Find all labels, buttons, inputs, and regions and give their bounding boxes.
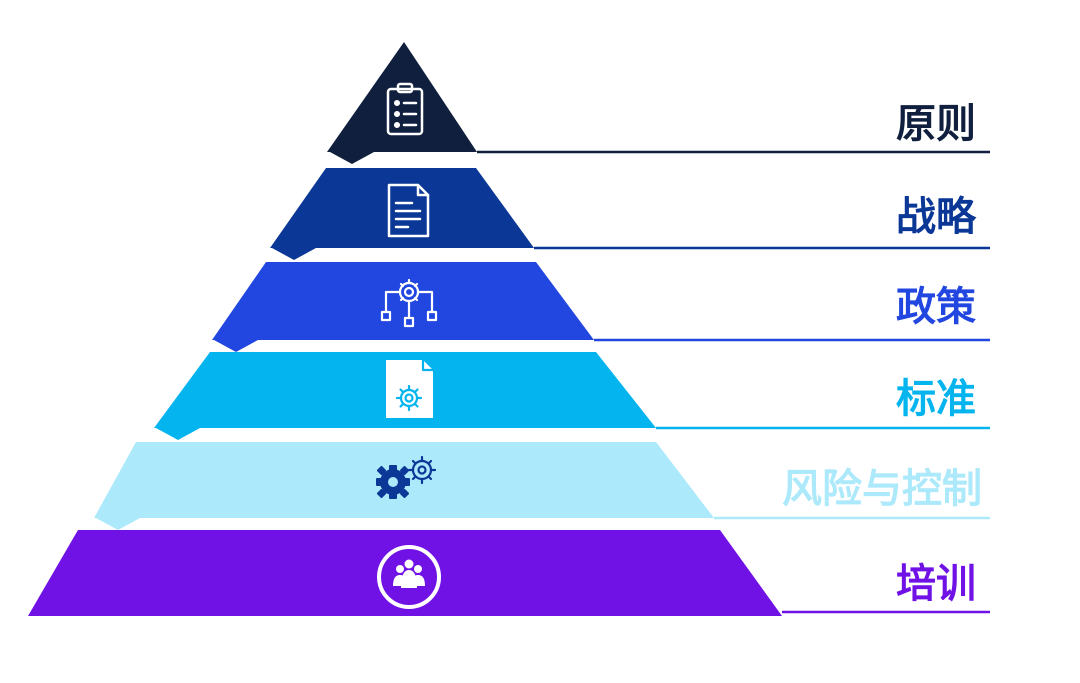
clipboard-checklist-icon xyxy=(386,82,424,136)
level-label-standards: 标准 xyxy=(896,376,976,422)
pyramid-tier-policy xyxy=(212,262,594,340)
document-icon xyxy=(387,183,430,238)
pyramid-level-risk-control: 风险与控制 xyxy=(94,442,990,530)
gears-icon xyxy=(376,455,437,499)
level-label-policy: 政策 xyxy=(896,284,976,330)
level-label-strategy: 战略 xyxy=(896,194,977,240)
pyramid-tier-strategy xyxy=(270,168,534,248)
pyramid-level-principles: 原则 xyxy=(327,42,990,164)
gear-network-icon xyxy=(380,278,438,328)
tier-notch xyxy=(272,248,316,260)
pyramid-level-standards: 标准 xyxy=(154,352,990,440)
level-label-risk-control: 风险与控制 xyxy=(782,466,982,512)
tier-notch xyxy=(330,152,374,164)
pyramid-level-strategy: 战略 xyxy=(270,168,990,260)
tier-notch xyxy=(156,428,200,440)
tier-notch xyxy=(214,340,258,352)
tier-notch xyxy=(96,518,140,530)
pyramid-level-training: 培训 xyxy=(28,530,990,616)
level-label-principles: 原则 xyxy=(896,101,976,147)
pyramid-level-policy: 政策 xyxy=(212,262,990,352)
level-label-training: 培训 xyxy=(896,561,976,607)
pyramid-tier-principles xyxy=(327,42,477,152)
team-circle-icon xyxy=(377,545,441,609)
gear-document-icon xyxy=(386,358,435,418)
